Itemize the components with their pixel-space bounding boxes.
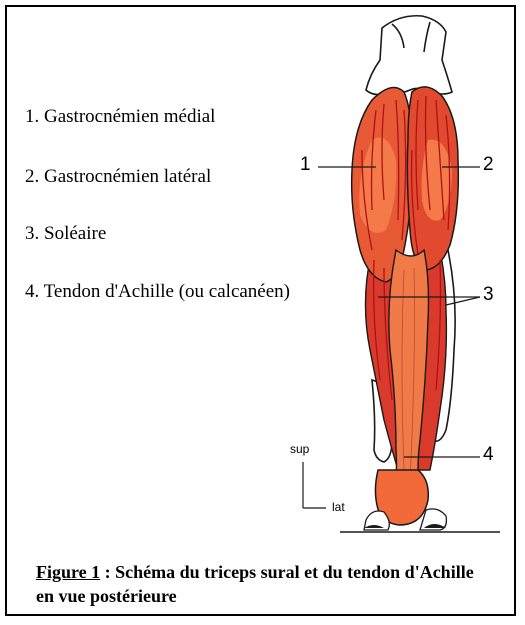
callout-1: 1 bbox=[300, 154, 311, 176]
femur-bone bbox=[366, 16, 452, 95]
figure-caption: Figure 1 : Schéma du triceps sural et du… bbox=[36, 560, 476, 608]
callout-4: 4 bbox=[483, 444, 494, 466]
callout-3: 3 bbox=[483, 284, 494, 306]
caption-text: : Schéma du triceps sural et du tendon d… bbox=[36, 562, 474, 606]
figure-label: Figure 1 bbox=[36, 562, 100, 582]
callout-2: 2 bbox=[483, 154, 494, 176]
orientation-lat-label: lat bbox=[332, 500, 345, 514]
orientation-sup-label: sup bbox=[290, 442, 309, 456]
